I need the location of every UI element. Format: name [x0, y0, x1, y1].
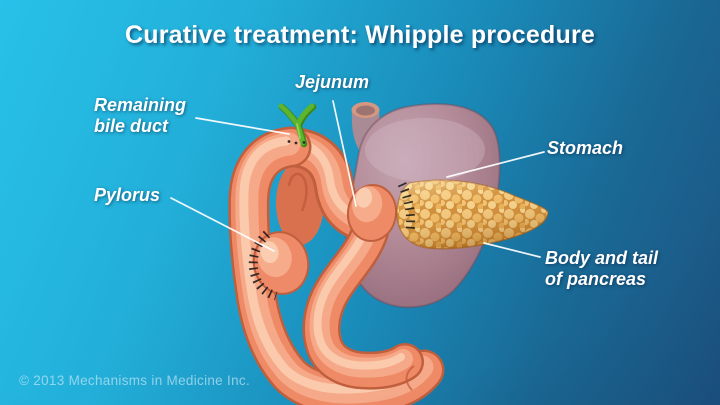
leader-lines [170, 100, 545, 258]
leader-jejunum [332, 100, 357, 207]
slide-title: Curative treatment: Whipple procedure [125, 21, 595, 49]
pancreatic-cuff [346, 184, 398, 242]
label-remaining-bile-duct: Remaining bile duct [94, 95, 186, 137]
esophagus-lumen [356, 105, 375, 116]
leader-pancreas [483, 242, 541, 258]
label-line: Remaining [94, 95, 187, 115]
leader-stomach [446, 151, 545, 178]
blind-end-crease [405, 365, 415, 391]
stomach-highlight [365, 118, 485, 182]
bile-duct-icon [278, 103, 317, 148]
duct-suture-dots [287, 140, 306, 145]
stump-fold-shadow [276, 161, 324, 245]
leader-pylorus [170, 197, 275, 252]
stump-crease [287, 172, 308, 212]
label-body-tail-pancreas: Body and tail of pancreas [545, 248, 658, 290]
pancreas-shape [396, 179, 549, 250]
pancreatic-suture-line [397, 182, 416, 232]
label-line: of pancreas [545, 269, 647, 289]
copyright-text: © 2013 Mechanisms in Medicine Inc. [19, 373, 250, 388]
label-jejunum: Jejunum [295, 72, 370, 92]
label-pylorus: Pylorus [94, 185, 161, 205]
label-stomach: Stomach [547, 138, 624, 158]
leader-bile-duct [195, 117, 290, 135]
label-line: bile duct [94, 116, 169, 136]
label-line: Body and tail [545, 248, 659, 268]
